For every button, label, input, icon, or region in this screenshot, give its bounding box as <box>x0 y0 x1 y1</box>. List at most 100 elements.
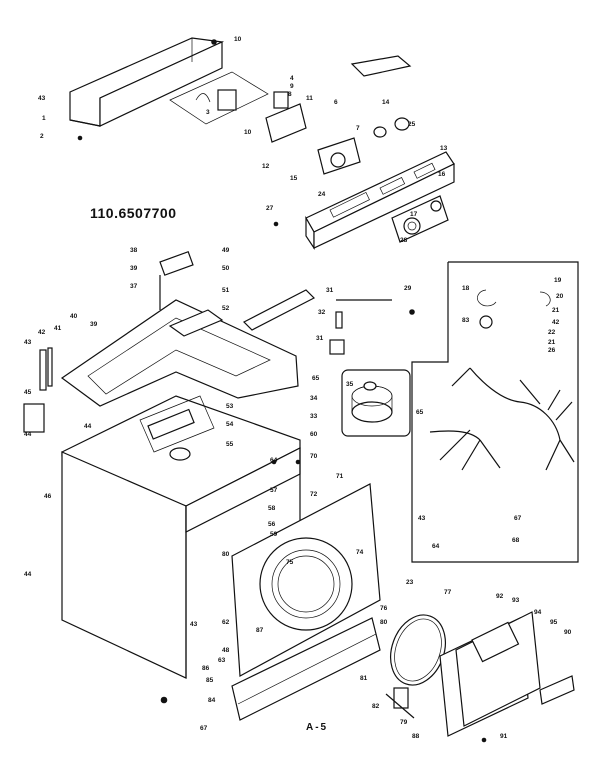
part-callout-2: 2 <box>40 133 44 140</box>
part-callout-71: 71 <box>336 473 344 480</box>
wiring-harness-inset <box>411 261 579 563</box>
part-callout-59: 59 <box>270 531 278 538</box>
bellows-inset <box>341 369 411 437</box>
part-callout-42: 42 <box>552 319 560 326</box>
part-callout-21: 21 <box>548 339 556 346</box>
hinge-parts <box>385 687 415 719</box>
part-callout-44: 44 <box>24 571 32 578</box>
door-gasket <box>390 614 446 686</box>
part-callout-34: 34 <box>310 395 318 402</box>
part-callout-10: 10 <box>244 129 252 136</box>
part-callout-49: 49 <box>222 247 230 254</box>
console-rear-panel <box>69 37 225 127</box>
part-callout-67: 67 <box>200 725 208 732</box>
part-callout-15: 15 <box>290 175 298 182</box>
part-callout-82: 82 <box>372 703 380 710</box>
part-callout-16: 16 <box>438 171 446 178</box>
part-callout-29: 29 <box>404 285 412 292</box>
part-callout-80: 80 <box>380 619 388 626</box>
part-callout-70: 70 <box>310 453 318 460</box>
part-callout-57: 57 <box>270 487 278 494</box>
part-callout-56: 56 <box>268 521 276 528</box>
part-callout-88: 88 <box>412 733 420 740</box>
part-callout-87: 87 <box>256 627 264 634</box>
part-callout-18: 18 <box>462 285 470 292</box>
part-callout-14: 14 <box>382 99 390 106</box>
part-callout-52: 52 <box>222 305 230 312</box>
part-callout-40: 40 <box>70 313 78 320</box>
part-callout-65: 65 <box>416 409 424 416</box>
part-callout-43: 43 <box>38 95 46 102</box>
callout-labels: 1043123498111061215241472513162717283839… <box>24 36 572 740</box>
part-callout-58: 58 <box>268 505 276 512</box>
part-callout-3: 3 <box>206 109 210 116</box>
part-callout-46: 46 <box>44 493 52 500</box>
part-callout-37: 37 <box>130 283 138 290</box>
part-callout-41: 41 <box>54 325 62 332</box>
part-callout-94: 94 <box>534 609 542 616</box>
part-callout-11: 11 <box>306 95 313 102</box>
side-brackets <box>23 347 53 433</box>
part-callout-68: 68 <box>512 537 520 544</box>
part-callout-43: 43 <box>418 515 426 522</box>
part-callout-12: 12 <box>262 163 270 170</box>
part-callout-83: 83 <box>462 317 470 324</box>
part-callout-85: 85 <box>206 677 214 684</box>
part-callout-17: 17 <box>410 211 418 218</box>
part-callout-42: 42 <box>38 329 46 336</box>
knob-cluster <box>317 55 412 175</box>
part-callout-77: 77 <box>444 589 452 596</box>
part-callout-9: 9 <box>290 83 294 90</box>
kick-plate <box>231 617 381 721</box>
front-panel <box>231 483 381 677</box>
part-callout-90: 90 <box>564 629 572 636</box>
lid-switch <box>242 289 392 355</box>
part-callout-33: 33 <box>310 413 318 420</box>
part-callout-1: 1 <box>42 115 46 122</box>
part-callout-44: 44 <box>24 431 32 438</box>
part-callout-55: 55 <box>226 441 234 448</box>
part-callout-95: 95 <box>550 619 558 626</box>
part-callout-45: 45 <box>24 389 32 396</box>
part-callout-67: 67 <box>514 515 522 522</box>
part-callout-35: 35 <box>346 381 354 388</box>
top-frame <box>60 250 299 407</box>
part-callout-38: 38 <box>130 247 138 254</box>
fasteners <box>77 39 487 743</box>
part-callout-64: 64 <box>432 543 440 550</box>
part-callout-60: 60 <box>310 431 318 438</box>
part-callout-4: 4 <box>290 75 294 82</box>
part-callout-28: 28 <box>400 237 408 244</box>
part-callout-51: 51 <box>222 287 230 294</box>
part-callout-39: 39 <box>130 265 138 272</box>
page-label: A-5 <box>306 722 329 733</box>
part-callout-13: 13 <box>440 145 448 152</box>
part-callout-43: 43 <box>24 339 32 346</box>
part-callout-50: 50 <box>222 265 230 272</box>
part-callout-19: 19 <box>554 277 562 284</box>
part-callout-8: 8 <box>288 91 292 98</box>
part-callout-64: 64 <box>270 457 278 464</box>
timer-assembly <box>169 71 307 143</box>
part-callout-48: 48 <box>222 647 230 654</box>
door-assembly <box>439 611 575 737</box>
part-callout-7: 7 <box>356 125 360 132</box>
control-panel <box>305 151 455 250</box>
part-callout-21: 21 <box>552 307 560 314</box>
part-callout-26: 26 <box>548 347 556 354</box>
part-callout-76: 76 <box>380 605 388 612</box>
part-callout-91: 91 <box>500 733 508 740</box>
part-callout-43: 43 <box>190 621 198 628</box>
part-callout-80: 80 <box>222 551 230 558</box>
part-callout-63: 63 <box>218 657 226 664</box>
part-callout-54: 54 <box>226 421 234 428</box>
part-callout-10: 10 <box>234 36 242 43</box>
part-callout-25: 25 <box>408 121 416 128</box>
part-callout-81: 81 <box>360 675 368 682</box>
part-callout-84: 84 <box>208 697 216 704</box>
part-callout-31: 31 <box>326 287 334 294</box>
part-callout-24: 24 <box>318 191 326 198</box>
part-callout-92: 92 <box>496 593 504 600</box>
part-callout-62: 62 <box>222 619 230 626</box>
